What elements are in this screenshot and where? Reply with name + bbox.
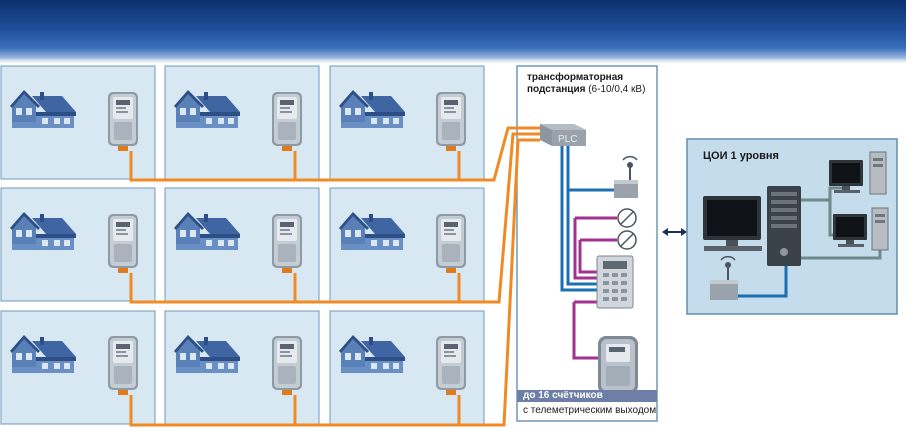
pulse-sensor-icon xyxy=(617,208,637,228)
client-computer-icon xyxy=(829,151,887,195)
counter-count-label: до 16 счётчиков xyxy=(523,390,603,401)
electricity-meter-icon xyxy=(108,336,138,395)
modem-antenna-icon xyxy=(710,255,738,300)
header-banner xyxy=(0,0,906,64)
workstation-monitor-icon xyxy=(703,196,762,251)
electricity-meter-icon xyxy=(108,214,138,273)
telemetry-meter-icon xyxy=(598,336,638,394)
electricity-meter-icon xyxy=(108,92,138,151)
server-tower-icon xyxy=(767,186,801,266)
substation-title-line2: подстанция xyxy=(527,84,586,95)
substation-voltage: (6-10/0,4 кВ) xyxy=(585,84,646,95)
substation-title: трансформаторная подстанция (6-10/0,4 кВ… xyxy=(527,72,645,96)
bidirectional-arrow-icon xyxy=(662,228,687,236)
client-computer-icon xyxy=(833,207,889,251)
substation-title-line1: трансформаторная xyxy=(527,72,624,83)
substation-wiring xyxy=(560,146,617,360)
data-concentrator-icon xyxy=(596,255,634,309)
modem-antenna-icon xyxy=(614,155,638,198)
power-lines xyxy=(129,126,540,427)
electricity-meter-icon xyxy=(272,336,302,395)
plc-label: PLC xyxy=(558,134,577,145)
electricity-meter-icon xyxy=(436,214,466,273)
counter-output-label: с телеметрическим выходом xyxy=(523,405,657,416)
electricity-meter-icon xyxy=(272,214,302,273)
plc-device: PLC xyxy=(540,124,586,146)
data-center-title: ЦОИ 1 уровня xyxy=(703,150,779,162)
electricity-meter-icon xyxy=(436,336,466,395)
electricity-meter-icon xyxy=(272,92,302,151)
electricity-meter-icon xyxy=(436,92,466,151)
pulse-sensor-icon xyxy=(617,230,637,250)
counter-count-band: до 16 счётчиков xyxy=(517,390,657,402)
